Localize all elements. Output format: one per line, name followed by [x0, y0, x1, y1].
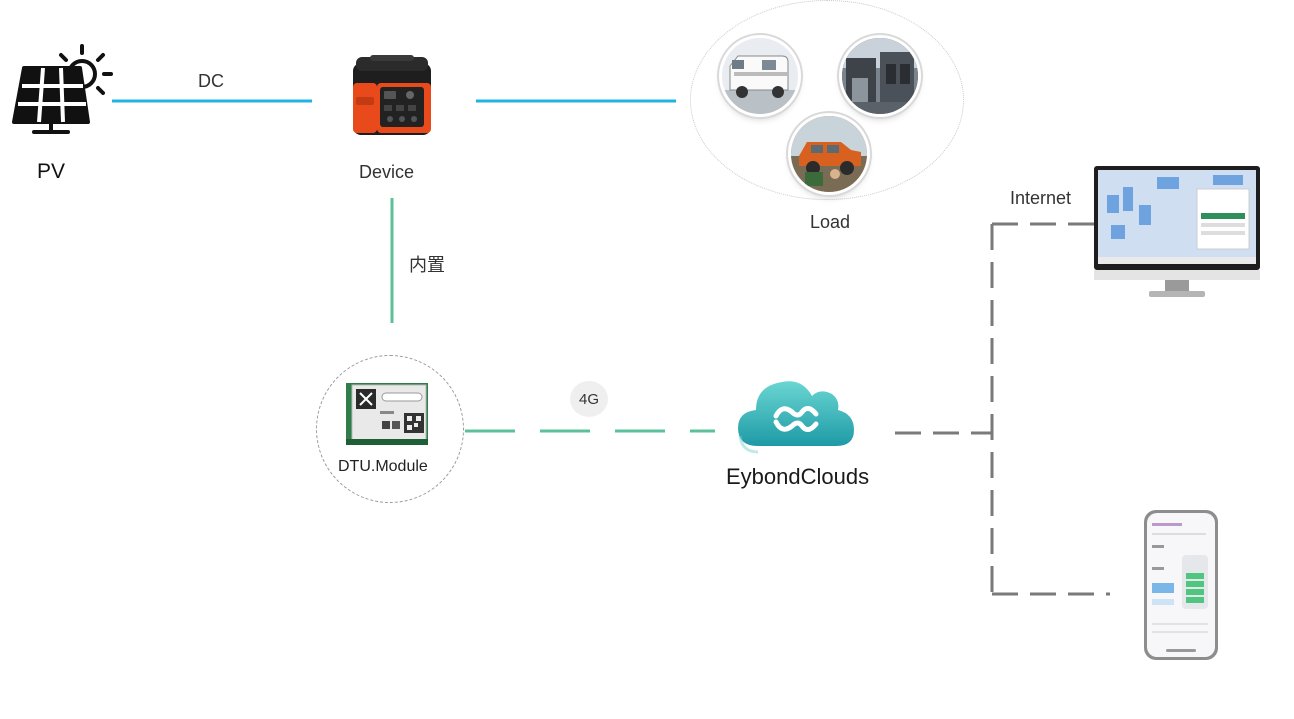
dtu-module-board: [346, 383, 428, 445]
phone-icon: [1144, 510, 1218, 660]
pv-label: PV: [37, 160, 66, 183]
cloud-icon: [738, 381, 854, 454]
dtu-circle: [316, 355, 464, 503]
cloud-label: EybondClouds: [726, 464, 870, 489]
power-station-icon: [353, 55, 431, 135]
4g-label: 4G: [578, 390, 599, 408]
load-rv-image: [722, 38, 798, 114]
solar-panel-icon: [12, 44, 113, 134]
internet-label: Internet: [1010, 188, 1072, 208]
4g-badge: 4G: [570, 381, 608, 417]
device-label: Device: [359, 162, 415, 182]
load-house-image: [842, 38, 918, 114]
load-camping-image: [791, 116, 867, 192]
load-label: Load: [810, 212, 851, 232]
dc-label: DC: [198, 71, 224, 91]
builtin-label: 内置: [409, 255, 445, 275]
dtu-label: DTU.Module: [338, 458, 428, 475]
monitor-icon: [1094, 166, 1260, 297]
cloud-clients-lines: [895, 222, 1110, 596]
load-group: [690, 0, 964, 200]
